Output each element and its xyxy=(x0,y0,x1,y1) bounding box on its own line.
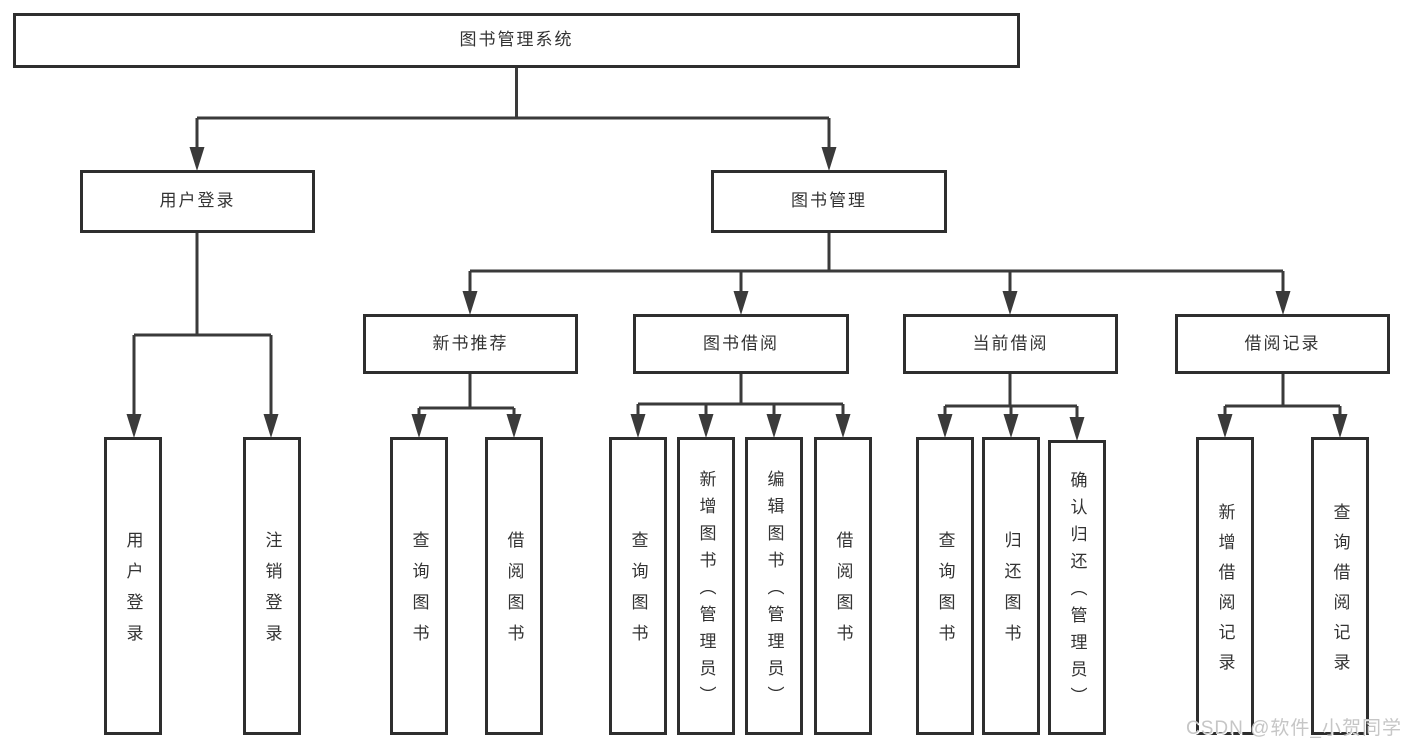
leaf-query-books-borrow: 查询图书 xyxy=(609,437,667,735)
leaf-label: 注销登录 xyxy=(262,531,282,655)
node-library-management-system: 图书管理系统 xyxy=(13,13,1020,68)
leaf-label: 查询图书 xyxy=(628,531,648,655)
leaf-add-book-admin: 新增图书（管理员） xyxy=(677,437,735,735)
leaf-label: 借阅图书 xyxy=(833,531,853,655)
node-borrowing-records: 借阅记录 xyxy=(1175,314,1390,374)
leaf-return-book: 归还图书 xyxy=(982,437,1040,735)
leaf-logout: 注销登录 xyxy=(243,437,301,735)
leaf-user-login: 用户登录 xyxy=(104,437,162,735)
node-new-book-recommend: 新书推荐 xyxy=(363,314,578,374)
leaf-add-borrow-record: 新增借阅记录 xyxy=(1196,437,1254,735)
leaf-borrow-books: 借阅图书 xyxy=(814,437,872,735)
node-book-borrowing: 图书借阅 xyxy=(633,314,849,374)
leaf-query-borrow-record: 查询借阅记录 xyxy=(1311,437,1369,735)
node-book-management: 图书管理 xyxy=(711,170,947,233)
leaf-label: 查询图书 xyxy=(935,531,955,655)
leaf-label: 用户登录 xyxy=(123,531,143,655)
node-current-borrowing: 当前借阅 xyxy=(903,314,1118,374)
leaf-label: 归还图书 xyxy=(1001,531,1021,655)
csdn-watermark: CSDN @软件_小贺同学 xyxy=(1186,718,1402,739)
leaf-label: 查询图书 xyxy=(409,531,429,655)
leaf-label: 新增借阅记录 xyxy=(1215,502,1235,683)
leaf-borrow-books-recommend: 借阅图书 xyxy=(485,437,543,735)
leaf-label: 新增图书（管理员） xyxy=(696,469,716,713)
leaf-label: 确认归还（管理员） xyxy=(1067,471,1087,714)
leaf-label: 编辑图书（管理员） xyxy=(764,469,784,713)
leaf-confirm-return-admin: 确认归还（管理员） xyxy=(1048,440,1106,735)
leaf-label: 查询借阅记录 xyxy=(1330,502,1350,683)
leaf-label: 借阅图书 xyxy=(504,531,524,655)
leaf-query-books-current: 查询图书 xyxy=(916,437,974,735)
leaf-query-books-recommend: 查询图书 xyxy=(390,437,448,735)
node-user-login: 用户登录 xyxy=(80,170,315,233)
leaf-edit-book-admin: 编辑图书（管理员） xyxy=(745,437,803,735)
